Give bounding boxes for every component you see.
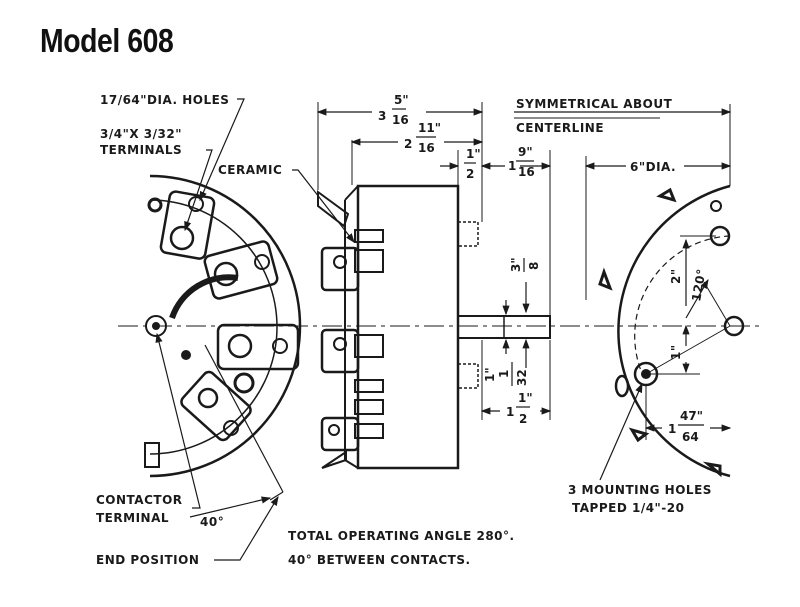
dim-body: 2 11" 16 — [404, 121, 441, 155]
front-leaders — [155, 98, 284, 561]
mounting-plate-outline — [617, 184, 731, 478]
terminal-5-stub — [144, 442, 160, 468]
total-angle-note: TOTAL OPERATING ANGLE 280°. — [288, 529, 515, 543]
terminal-1 — [159, 190, 216, 260]
dim-num: 5" — [394, 93, 409, 107]
dim-num: 3" — [509, 257, 523, 272]
terminal-3 — [216, 323, 300, 371]
mounting-holes-label-2: TAPPED 1/4"-20 — [572, 501, 684, 515]
terminals-label-1: 3/4"X 3/32" — [100, 127, 182, 141]
dim-den: 16 — [418, 141, 435, 155]
dim-den: 64 — [682, 430, 699, 444]
contactor-slot — [169, 274, 239, 320]
angle-40-label: 40° — [200, 515, 224, 529]
angle-120-label: 120° — [689, 268, 709, 303]
dim-whole: 1 — [668, 422, 676, 436]
dim-den: 32 — [515, 369, 529, 386]
contactor-label-1: CONTACTOR — [96, 493, 183, 507]
dim-num: 47" — [680, 409, 703, 423]
stud-bottom — [457, 363, 479, 389]
labels: 17/64"DIA. HOLES 3/4"X 3/32" TERMINALS C… — [96, 93, 712, 567]
dim-hole: 1 47" 64 — [668, 409, 704, 444]
dim-num: 1" — [518, 391, 533, 405]
side-terminal-bottom — [321, 450, 347, 469]
dim-flat: 3" 8 — [509, 257, 541, 272]
symmetrical-label-1: SYMMETRICAL ABOUT — [516, 97, 673, 111]
side-terminal-top — [317, 190, 350, 228]
rivet-top — [147, 197, 163, 213]
side-terminal-3 — [320, 416, 360, 452]
dim-den: 16 — [392, 113, 409, 127]
terminal-2 — [203, 240, 279, 300]
mounting-holes-label-1: 3 MOUNTING HOLES — [568, 483, 712, 497]
dim-half: 1" 2 — [464, 147, 481, 181]
dim-bottom2: 1 1" 2 — [506, 391, 533, 426]
inner-ring — [149, 199, 278, 455]
dim-num: 9" — [518, 145, 533, 159]
rivet — [181, 350, 191, 360]
dim-num: 1 — [497, 370, 511, 378]
dim-1-label: 1" — [669, 344, 683, 360]
dim-bottom1: 1" 1 32 — [483, 362, 529, 386]
dim-overall: 3 5" 16 — [378, 93, 409, 127]
terminal-4 — [180, 370, 252, 442]
dim-2-label: 2" — [669, 268, 683, 284]
between-contacts-note: 40° BETWEEN CONTACTS. — [288, 553, 471, 567]
holes-label: 17/64"DIA. HOLES — [100, 93, 229, 107]
dim-whole: 2 — [404, 137, 412, 151]
symmetrical-label-2: CENTERLINE — [516, 121, 604, 135]
dim-shaft: 1 9" 16 — [508, 145, 535, 179]
dim-den: 2 — [519, 412, 527, 426]
dim-whole: 3 — [378, 109, 386, 123]
dim-num: 11" — [418, 121, 441, 135]
side-dimensions — [292, 102, 552, 420]
dim-den: 2 — [466, 167, 474, 181]
dim-num: 1" — [466, 147, 481, 161]
ceramic-body — [356, 184, 460, 470]
dim-whole: 1 — [508, 159, 516, 173]
side-view — [317, 184, 551, 470]
contactor-label-2: TERMINAL — [96, 511, 169, 525]
dim-den: 16 — [518, 165, 535, 179]
terminals-label-2: TERMINALS — [100, 143, 182, 157]
rivet-hole — [233, 372, 255, 394]
side-terminal-1 — [320, 246, 360, 292]
rear-view — [514, 104, 745, 481]
end-position-label: END POSITION — [96, 553, 199, 567]
dim-whole: 1" — [483, 367, 497, 382]
stud-top — [457, 221, 479, 247]
ceramic-label: CERAMIC — [218, 163, 282, 177]
dim-whole: 1 — [506, 405, 514, 419]
side-terminal-2 — [320, 328, 360, 374]
dim-den: 8 — [527, 262, 541, 270]
page-title: Model 608 — [40, 22, 174, 59]
diameter-label: 6"DIA. — [630, 160, 676, 174]
